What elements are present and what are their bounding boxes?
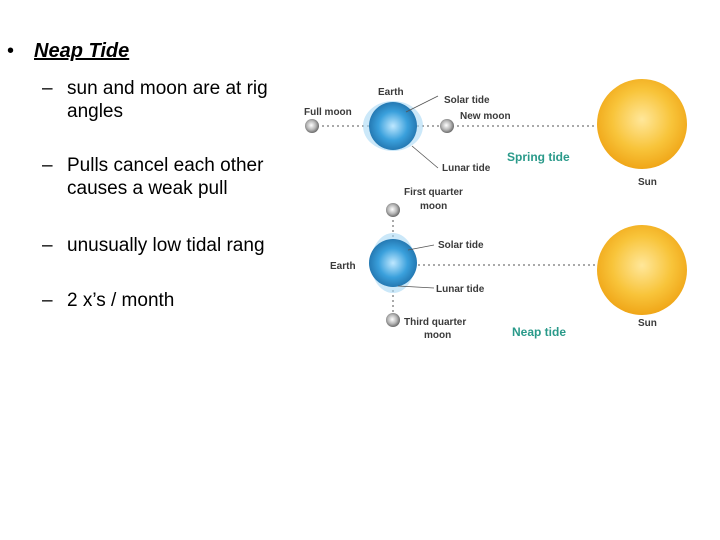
lunar-tide-label: Lunar tide [442,163,491,174]
solar-tide-label: Solar tide [438,240,484,251]
full-moon-icon [305,119,319,133]
spring-tide-label: Spring tide [507,150,570,164]
earth-label: Earth [378,87,404,98]
lunar-tide-pointer [412,146,438,168]
bullet-point-4-line-1: 2 x’s / month [67,289,174,312]
first-quarter-label-line-1: First quarter [404,187,463,198]
third-quarter-moon-icon [386,313,400,327]
dash-marker: – [42,234,53,257]
dash-marker: – [42,77,53,100]
tide-diagram: Earth Full moon Solar tide New moon Luna… [296,74,708,354]
third-quarter-label-line-1: Third quarter [404,317,466,328]
lunar-tide-label: Lunar tide [436,284,485,295]
earth-label: Earth [330,261,356,272]
new-moon-label: New moon [460,111,511,122]
full-moon-label: Full moon [304,107,352,118]
slide-title: Neap Tide [34,40,129,63]
bullet-point-2-line-2: causes a weak pull [67,177,228,200]
sun-label: Sun [638,318,657,329]
neap-tide-panel: First quarter moon Earth Solar tide Luna… [330,187,687,341]
sun-icon [597,79,687,169]
dash-marker: – [42,154,53,177]
neap-tide-label: Neap tide [512,325,566,339]
tide-diagram-svg: Earth Full moon Solar tide New moon Luna… [296,74,708,354]
solar-tide-pointer [408,245,434,250]
solar-tide-label: Solar tide [444,95,490,106]
solar-tide-pointer [406,96,438,112]
earth-icon [369,102,417,150]
earth-icon [369,239,417,287]
new-moon-icon [440,119,454,133]
bullet-marker: • [7,40,14,63]
first-quarter-moon-icon [386,203,400,217]
bullet-point-1-line-2: angles [67,100,123,123]
sun-icon [597,225,687,315]
bullet-point-2-line-1: Pulls cancel each other [67,154,263,177]
third-quarter-label-line-2: moon [424,330,451,341]
first-quarter-label-line-2: moon [420,201,447,212]
sun-label: Sun [638,177,657,188]
bullet-point-1-line-1: sun and moon are at rig [67,77,268,100]
bullet-point-3-line-1: unusually low tidal rang [67,234,265,257]
spring-tide-panel: Earth Full moon Solar tide New moon Luna… [304,79,687,188]
dash-marker: – [42,289,53,312]
